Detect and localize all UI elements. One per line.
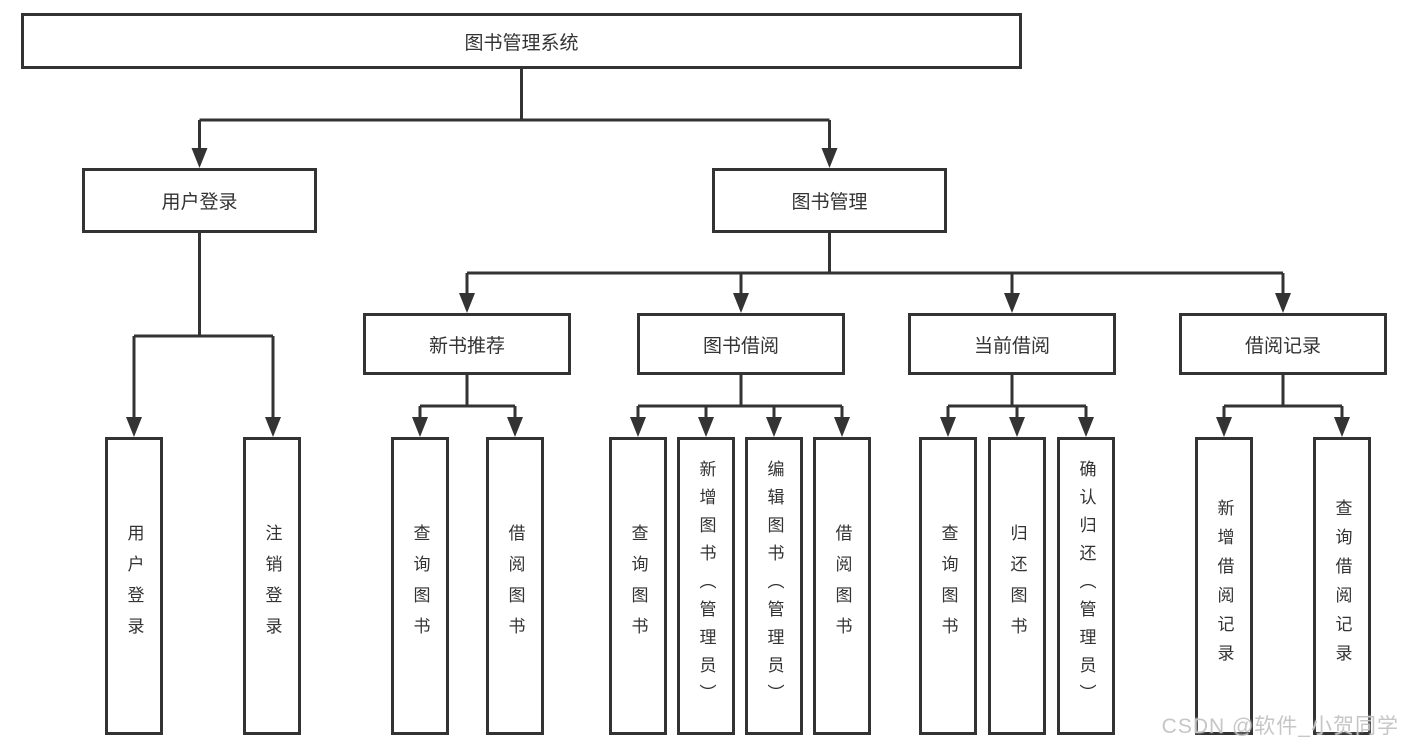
connector-borrow-record-subtree [1222,375,1344,419]
leaf-confirm-return-admin-label: 确认归还（管理员） [1076,460,1096,712]
node-borrow-record: 借阅记录 [1179,313,1387,375]
node-root-label: 图书管理系统 [464,32,579,54]
connector-book-borrow-subtree [636,375,844,419]
arrowheads-level3 [459,293,1291,313]
arrowheads-current-borrow-subtree [940,417,1094,437]
leaf-add-books-admin: 新增图书（管理员） [677,437,735,735]
node-user-login: 用户登录 [82,168,317,233]
leaf-query-books-borrow-label: 查询图书 [628,524,648,648]
leaf-edit-books-admin: 编辑图书（管理员） [745,437,803,735]
node-book-management: 图书管理 [712,168,947,233]
arrowheads-user-login-subtree [126,417,281,437]
leaf-return-books: 归还图书 [988,437,1046,735]
arrowheads-borrow-record-subtree [1216,417,1350,437]
leaf-user-login-label: 用户登录 [124,524,144,648]
leaf-add-borrow-record: 新增借阅记录 [1195,437,1253,735]
connector-user-login-subtree [132,233,275,419]
leaf-query-books-recommend: 查询图书 [391,437,449,735]
arrowheads-level2 [191,148,838,168]
leaf-borrow-books-label: 借阅图书 [832,524,852,648]
node-new-book-recommend-label: 新书推荐 [428,335,505,357]
leaf-user-login: 用户登录 [105,437,163,735]
node-user-login-label: 用户登录 [161,192,238,213]
leaf-borrow-books-recommend-label: 借阅图书 [505,524,525,648]
node-root: 图书管理系统 [21,13,1022,69]
connector-root-to-level2 [198,68,831,150]
leaf-query-books-current: 查询图书 [919,437,977,735]
leaf-query-books-recommend-label: 查询图书 [410,524,430,648]
arrowheads-new-book-subtree [412,417,523,437]
leaf-edit-books-admin-label: 编辑图书（管理员） [764,460,784,712]
node-current-borrow-label: 当前借阅 [973,335,1050,357]
leaf-logout: 注销登录 [243,437,301,735]
node-borrow-record-label: 借阅记录 [1244,335,1321,357]
node-book-borrow-label: 图书借阅 [702,335,779,357]
leaf-add-borrow-record-label: 新增借阅记录 [1214,499,1234,673]
connector-current-borrow-subtree [946,375,1088,419]
node-new-book-recommend: 新书推荐 [363,313,571,375]
leaf-query-borrow-record: 查询借阅记录 [1313,437,1371,735]
leaf-add-books-admin-label: 新增图书（管理员） [696,460,716,712]
node-book-management-label: 图书管理 [791,192,868,213]
leaf-borrow-books-recommend: 借阅图书 [486,437,544,735]
leaf-borrow-books: 借阅图书 [813,437,871,735]
leaf-return-books-label: 归还图书 [1007,524,1027,648]
leaf-query-books-current-label: 查询图书 [938,524,958,648]
connector-new-book-subtree [418,375,517,419]
node-current-borrow: 当前借阅 [908,313,1116,375]
node-book-borrow: 图书借阅 [637,313,845,375]
arrowheads-book-borrow-subtree [630,417,850,437]
leaf-query-borrow-record-label: 查询借阅记录 [1332,499,1352,673]
csdn-watermark: CSDN @软件_小贺同学 [1161,715,1399,738]
leaf-logout-label: 注销登录 [262,524,282,648]
leaf-confirm-return-admin: 确认归还（管理员） [1057,437,1115,735]
leaf-query-books-borrow: 查询图书 [609,437,667,735]
connector-book-mgmt-to-level3 [465,233,1285,295]
